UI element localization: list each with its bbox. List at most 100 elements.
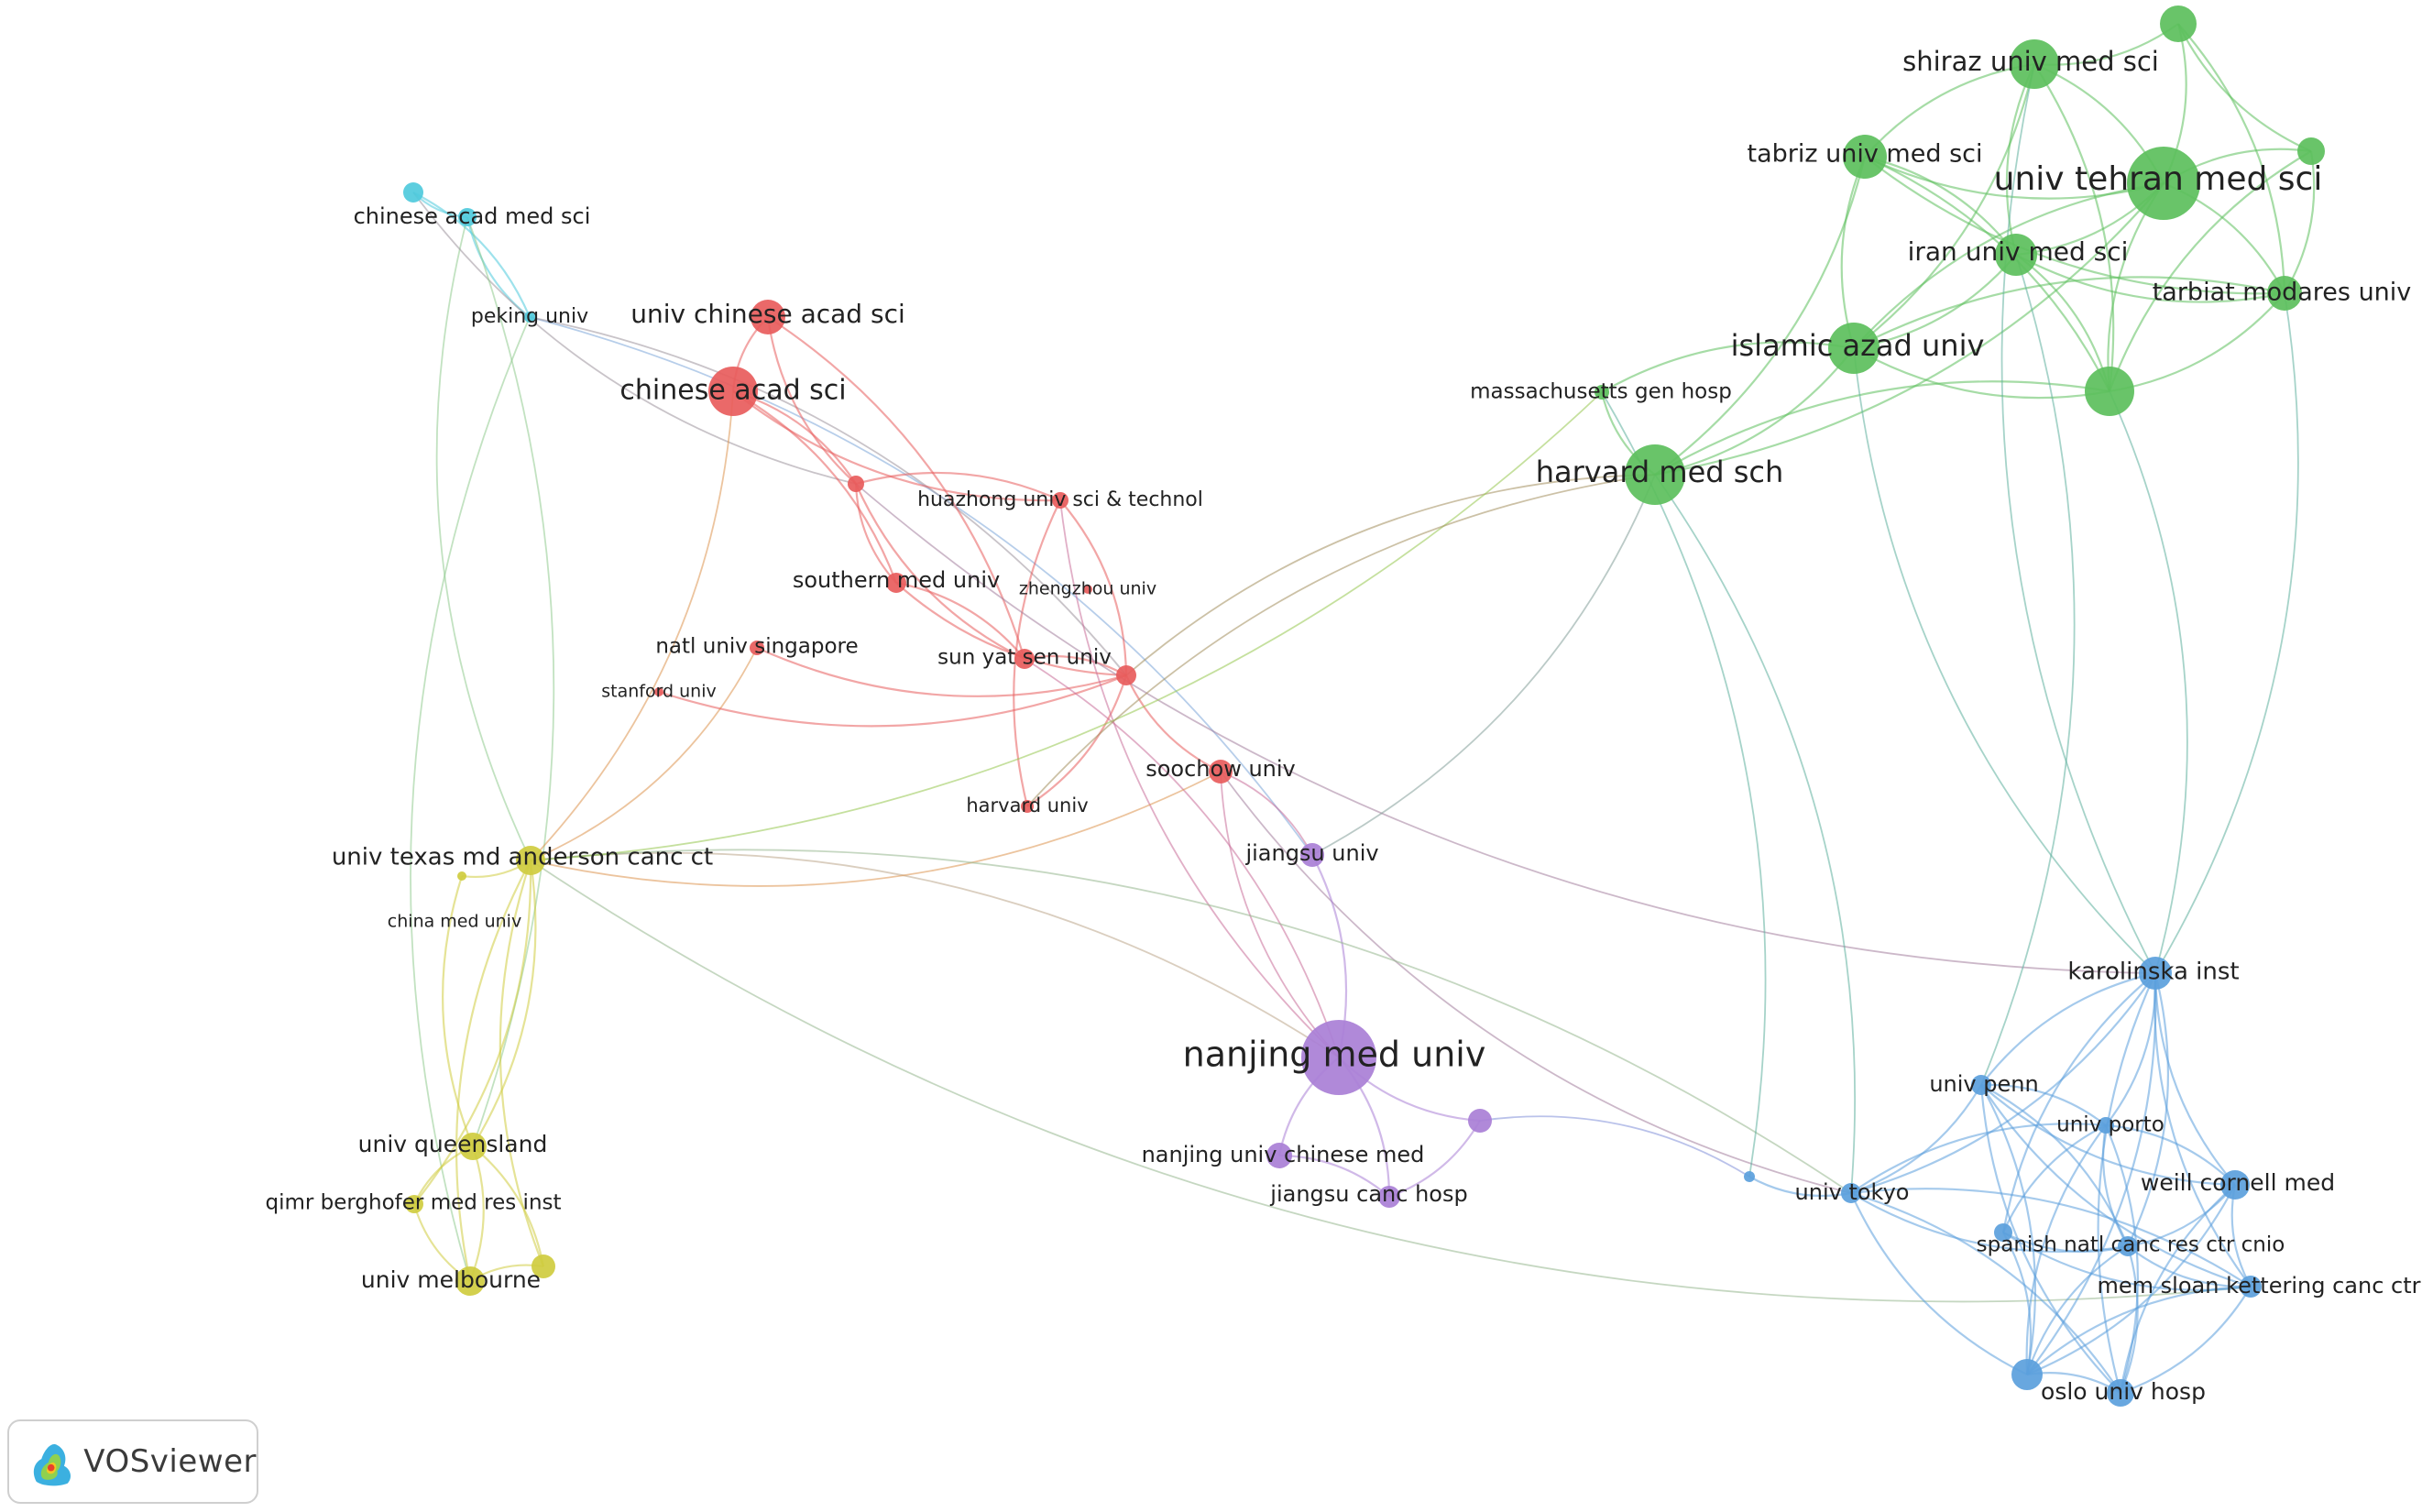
link-harvard_med_sch-_green_big2 [1654,380,2110,476]
node-harvard-univ[interactable] [1021,800,1034,813]
node-harvard-med-sch[interactable] [1625,444,1685,505]
link-iran_univ_med_sci-tarbiat_modares_univ [2015,254,2285,303]
node-nanjing-med-univ[interactable] [1301,1020,1376,1095]
link-univ_penn-univ_tokyo [1850,1084,1982,1195]
link-univ_texas_md_anderson-univ_melbourne [455,860,532,1282]
link-univ_penn-oslo_univ_hosp [1980,1084,2037,1375]
node-shiraz-univ-med-sci[interactable] [2010,39,2059,89]
node-univ-tehran-med-sci[interactable] [2127,147,2200,220]
node-islamic-azad-univ[interactable] [1828,323,1880,374]
link-shiraz_univ_med_sci-tabriz_univ_med_sci [1864,62,2035,158]
node-zhengzhou-univ[interactable] [1083,585,1092,594]
link-univ_porto-_blue_oslo2 [2104,1124,2139,1394]
node-univ-texas-md-anderson[interactable] [516,846,545,875]
node-soochow-univ[interactable] [1209,760,1233,783]
node-tabriz-univ-med-sci[interactable] [1843,135,1887,179]
node-iran-univ-med-sci[interactable] [1995,234,2037,276]
link-univ_chinese_acad_sci-_red_small1 [766,316,857,485]
node-univ-chinese-acad-sci[interactable] [751,300,785,334]
link-_purple_small1-_blue_tiny [1479,1115,1750,1178]
link-china_med_univ-univ_queensland [442,875,475,1147]
node-univ-melbourne[interactable] [455,1266,485,1296]
label-harvard-univ: harvard univ [966,794,1088,816]
node--blue-tiny[interactable] [1744,1171,1755,1182]
node-nanjing-univ-chinese-med[interactable] [1266,1143,1292,1168]
link-karolinska_inst-univ_penn [1980,971,2156,1086]
link-univ_porto-spanish_natl_canc [2101,1124,2129,1247]
node-jiangsu-canc-hosp[interactable] [1378,1186,1400,1208]
label-chinese-acad-med-sci: chinese acad med sci [354,203,591,229]
node-chinese-acad-sci[interactable] [708,367,758,416]
node--green-big2[interactable] [2085,367,2134,416]
link-univ_queensland-_yellow_small [472,1145,545,1267]
link-spanish_natl_canc-oslo_univ_hosp [2025,1245,2129,1375]
link-karolinska_inst-_blue_oslo2 [2097,972,2157,1394]
node-tarbiat-modares-univ[interactable] [2267,276,2302,311]
link-_green_top1-tarbiat_modares_univ [2177,23,2286,294]
link-peking_univ-jiangsu_univ [529,316,1313,856]
link-shiraz_univ_med_sci-karolinska_inst [2000,63,2156,974]
node-qimr-berghofer[interactable] [405,1195,423,1213]
node-univ-tokyo[interactable] [1841,1183,1861,1203]
link-_red_small1-southern_med_univ [854,483,897,584]
node--blue-small1[interactable] [1994,1223,2012,1242]
link-_cyan2-peking_univ [412,192,532,318]
node-chinese-acad-med-sci[interactable] [458,208,477,226]
link-islamic_azad_univ-tarbiat_modares_univ [1853,276,2285,349]
node-karolinska-inst[interactable] [2139,957,2172,990]
node--green-top1[interactable] [2160,5,2197,42]
link-shiraz_univ_med_sci-islamic_azad_univ [1853,63,2036,349]
label-qimr-berghofer: qimr berghofer med res inst [265,1191,561,1215]
node-massachusetts-gen-hosp[interactable] [1595,385,1609,400]
label-mem-sloan-kettering: mem sloan kettering canc ctr [2098,1273,2421,1298]
node-mem-sloan-kettering[interactable] [2240,1276,2262,1298]
node--yellow-small[interactable] [532,1255,555,1278]
label-spanish-natl-canc: spanish natl canc res ctr cnio [1977,1233,2285,1257]
node-univ-queensland[interactable] [459,1133,487,1160]
node-spanish-natl-canc[interactable] [2118,1236,2138,1256]
link-univ_texas_md_anderson-massachusetts_gen_hosp [530,391,1603,861]
link-_red_small2-harvard_univ [1026,674,1128,807]
node--red-small1[interactable] [848,476,864,492]
link-jiangsu_canc_hosp-_purple_small1 [1388,1120,1481,1199]
label-stanford-univ: stanford univ [601,682,717,702]
link-_blue_small1-mem_sloan_kettering [2002,1232,2252,1291]
label-massachusetts-gen-hosp: massachusetts gen hosp [1470,380,1732,404]
node-peking-univ[interactable] [524,312,535,323]
node--green-right1[interactable] [2297,137,2325,165]
network-nodes [403,5,2325,1407]
link-weill_cornell_med-_blue_oslo2 [2119,1184,2236,1394]
link-univ_penn-weill_cornell_med [1980,1084,2236,1187]
link-univ_queensland-univ_melbourne [468,1145,485,1282]
node-southern-med-univ[interactable] [886,573,906,593]
node-sun-yat-sen-univ[interactable] [1014,649,1035,669]
link-natl_univ_singapore-_red_small2 [756,646,1127,697]
node--purple-small1[interactable] [1468,1109,1492,1133]
node-huazhong-univ[interactable] [1052,492,1069,509]
node--red-small2[interactable] [1116,665,1136,685]
node-univ-porto[interactable] [2098,1117,2114,1134]
node--blue-oslo2[interactable] [2107,1379,2134,1407]
node--cyan2[interactable] [403,182,423,203]
label-univ-tehran-med-sci: univ tehran med sci [1994,160,2323,198]
link-_blue_small1-spanish_natl_canc [2002,1232,2129,1253]
link-univ_porto-univ_tokyo [1850,1123,2107,1194]
link-karolinska_inst-weill_cornell_med [2153,972,2236,1186]
label-islamic-azad-univ: islamic azad univ [1731,328,1985,363]
node-univ-penn[interactable] [1971,1075,1991,1095]
link-harvard_med_sch-islamic_azad_univ [1654,347,1855,477]
link-peking_univ-univ_melbourne [410,316,531,1282]
link-_green_top1-_green_right1 [2177,23,2312,153]
node-jiangsu-univ[interactable] [1300,843,1324,867]
node-weill-cornell-med[interactable] [2220,1170,2250,1200]
link-soochow_univ-nanjing_med_univ [1220,771,1340,1058]
link-massachusetts_gen_hosp-_blue_tiny [1601,391,1767,1178]
node-china-med-univ[interactable] [457,871,466,881]
node-oslo-univ-hosp[interactable] [2011,1359,2043,1390]
link-tarbiat_modares_univ-_green_big2 [2109,292,2285,393]
node-stanford-univ[interactable] [654,687,663,696]
link-univ_porto-oslo_univ_hosp [2025,1124,2107,1375]
node-natl-univ-singapore[interactable] [750,641,764,655]
link-univ_porto-weill_cornell_med [2105,1123,2236,1186]
label-univ-melbourne: univ melbourne [361,1266,541,1293]
